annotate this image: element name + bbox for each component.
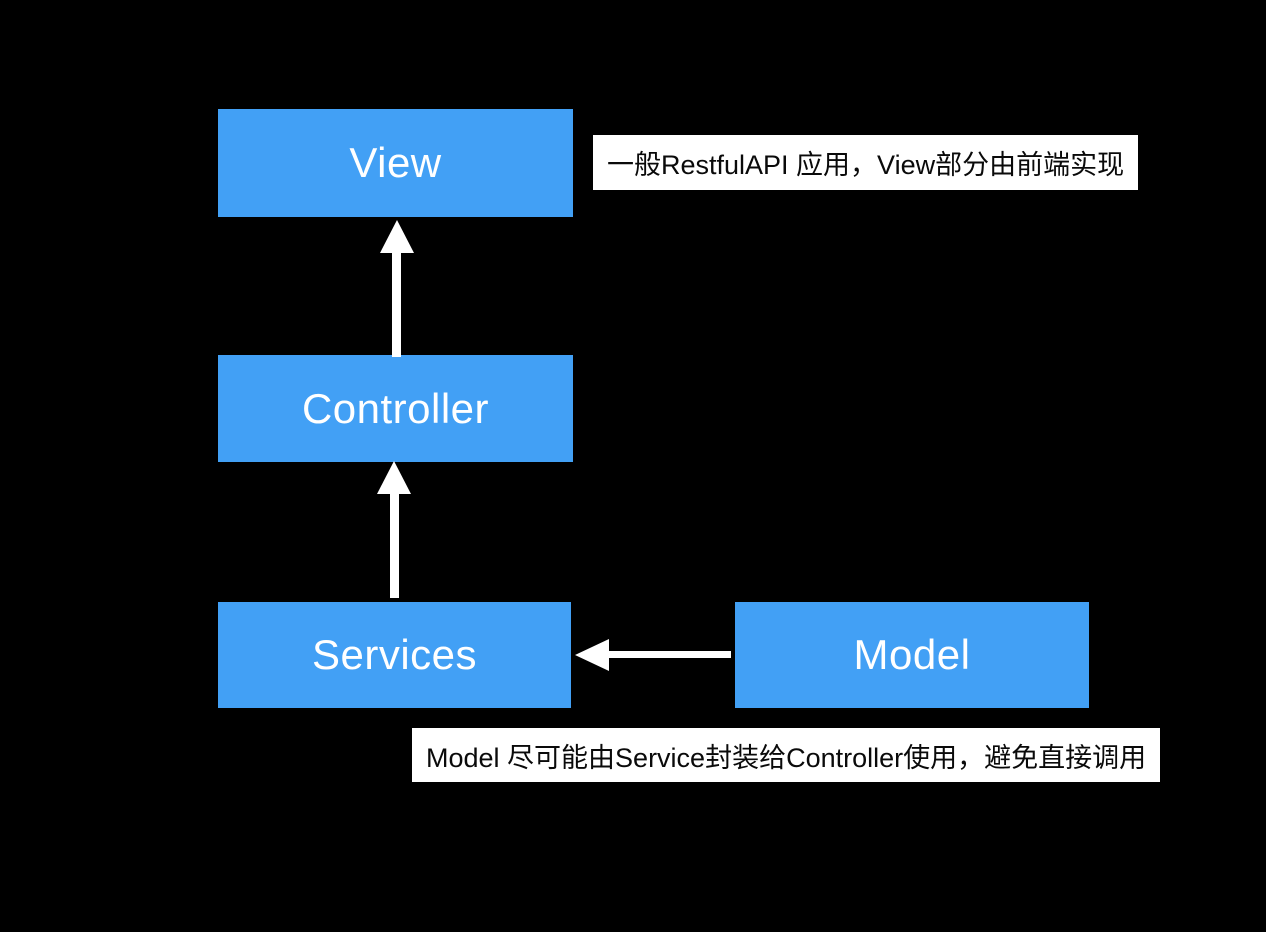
node-model-label: Model: [853, 631, 971, 678]
arrow-left-icon: [575, 639, 609, 671]
node-controller-label: Controller: [301, 384, 490, 432]
node-services: Services: [218, 602, 571, 708]
arrow-up-icon: [377, 461, 411, 494]
annotation-model-note: Model 尽可能由Service封装给Controller使用，避免直接调用: [412, 728, 1161, 782]
annotation-model-note-text: Model 尽可能由Service封装给Controller使用，避免直接调用: [426, 742, 1147, 773]
node-services-label: Services: [311, 631, 478, 678]
node-controller: Controller: [218, 355, 573, 462]
arrow-services-to-controller-shaft: [390, 492, 399, 598]
node-view-label: View: [349, 139, 442, 186]
arrow-controller-to-view-shaft: [392, 251, 401, 357]
arrow-up-icon: [380, 220, 414, 253]
annotation-view-note: 一般RestfulAPI 应用，View部分由前端实现: [593, 135, 1139, 190]
node-model: Model: [735, 602, 1089, 708]
node-view: View: [218, 109, 573, 217]
arrow-model-to-services-shaft: [608, 651, 731, 658]
annotation-view-note-text: 一般RestfulAPI 应用，View部分由前端实现: [607, 150, 1125, 180]
